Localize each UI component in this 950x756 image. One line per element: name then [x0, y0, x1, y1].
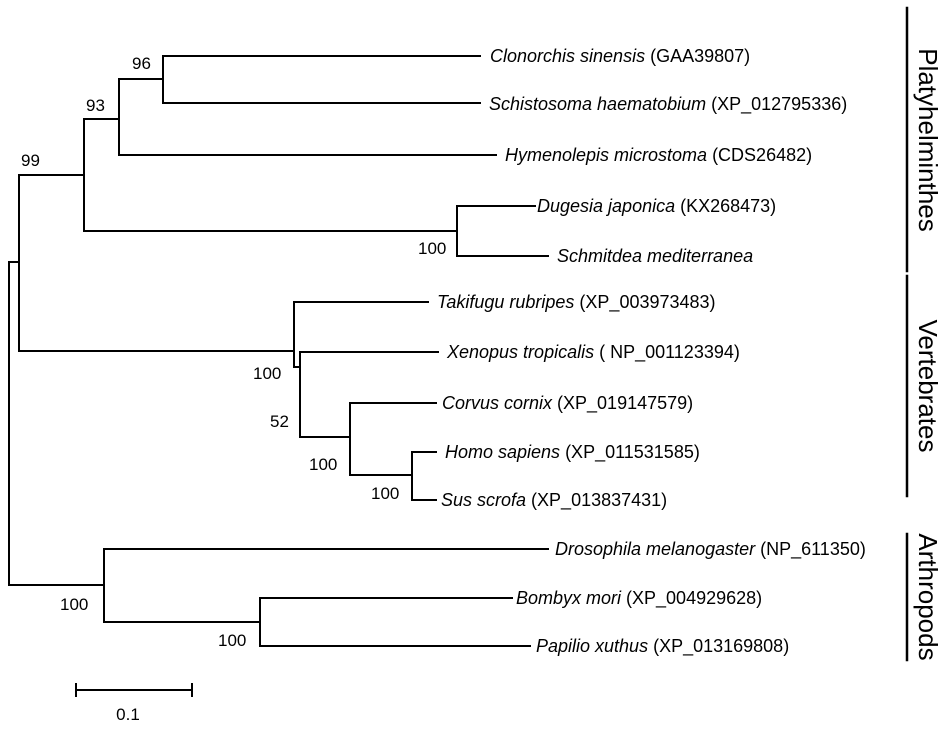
bootstrap-value: 96	[132, 54, 151, 73]
accession-id: ( NP_001123394)	[599, 342, 740, 363]
species-name: Schistosoma haematobium	[489, 94, 706, 114]
accession-id: (CDS26482)	[712, 145, 812, 165]
taxon-label-drosophila: Drosophila melanogaster(NP_611350)	[555, 539, 866, 560]
taxon-label-dugesia: Dugesia japonica(KX268473)	[537, 196, 776, 216]
species-name: Dugesia japonica	[537, 196, 675, 216]
taxon-label-schmitdea: Schmitdea mediterranea	[557, 246, 753, 266]
accession-id: (XP_012795336)	[711, 94, 847, 115]
taxon-label-xenopus: Xenopus tropicalis( NP_001123394)	[446, 342, 740, 363]
accession-id: (XP_013169808)	[653, 636, 789, 657]
species-name: Corvus cornix	[442, 393, 553, 413]
clade-brackets: Platyhelminthes Vertebrates Arthropods	[905, 6, 943, 662]
species-name: Takifugu rubripes	[437, 292, 574, 312]
taxon-label-corvus: Corvus cornix(XP_019147579)	[442, 393, 693, 414]
bootstrap-value: 93	[86, 96, 105, 115]
taxon-labels: Clonorchis sinensis(GAA39807) Schistosom…	[437, 46, 866, 657]
bootstrap-value: 99	[21, 151, 40, 170]
tree-branches	[8, 55, 549, 647]
clade-label-arthropods: Arthropods	[913, 533, 943, 660]
species-name: Xenopus tropicalis	[446, 342, 594, 362]
taxon-label-homo: Homo sapiens(XP_011531585)	[445, 442, 700, 463]
bootstrap-values: 96 93 99 100 100 52 100 100 100 100	[21, 54, 446, 650]
bootstrap-value: 100	[418, 239, 446, 258]
taxon-label-clonorchis: Clonorchis sinensis(GAA39807)	[490, 46, 750, 66]
accession-id: (XP_003973483)	[579, 292, 715, 313]
taxon-label-takifugu: Takifugu rubripes(XP_003973483)	[437, 292, 716, 313]
species-name: Bombyx mori	[516, 588, 622, 608]
taxon-label-bombyx: Bombyx mori(XP_004929628)	[516, 588, 762, 609]
accession-id: (XP_019147579)	[557, 393, 693, 414]
bootstrap-value: 100	[253, 364, 281, 383]
clade-label-platyhelminthes: Platyhelminthes	[913, 48, 943, 232]
scale-bar-label: 0.1	[116, 705, 140, 724]
clade-label-vertebrates: Vertebrates	[913, 320, 943, 453]
accession-id: (XP_011531585)	[565, 442, 700, 463]
bootstrap-value: 100	[218, 631, 246, 650]
bootstrap-value: 100	[309, 455, 337, 474]
taxon-label-hymenolepis: Hymenolepis microstoma(CDS26482)	[505, 145, 812, 165]
accession-id: (NP_611350)	[760, 539, 866, 560]
species-name: Papilio xuthus	[536, 636, 648, 656]
accession-id: (GAA39807)	[650, 46, 750, 66]
accession-id: (XP_004929628)	[626, 588, 762, 609]
species-name: Clonorchis sinensis	[490, 46, 645, 66]
bootstrap-value: 100	[60, 595, 88, 614]
taxon-label-sus: Sus scrofa(XP_013837431)	[441, 490, 667, 511]
species-name: Drosophila melanogaster	[555, 539, 756, 559]
bootstrap-value: 52	[270, 412, 289, 431]
taxon-label-schistosoma: Schistosoma haematobium(XP_012795336)	[489, 94, 847, 115]
species-name: Homo sapiens	[445, 442, 560, 462]
accession-id: (XP_013837431)	[531, 490, 667, 511]
accession-id: (KX268473)	[680, 196, 776, 216]
species-name: Hymenolepis microstoma	[505, 145, 707, 165]
taxon-label-papilio: Papilio xuthus(XP_013169808)	[536, 636, 789, 657]
scale-bar: 0.1	[75, 683, 193, 724]
species-name: Sus scrofa	[441, 490, 526, 510]
bootstrap-value: 100	[371, 484, 399, 503]
species-name: Schmitdea mediterranea	[557, 246, 753, 266]
